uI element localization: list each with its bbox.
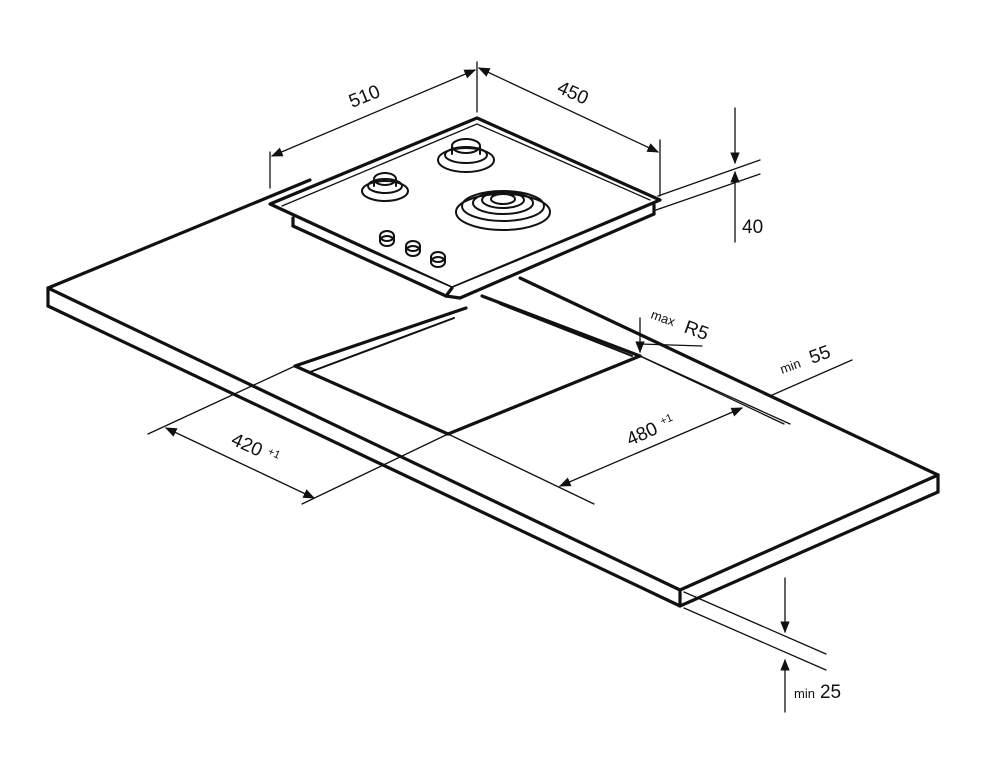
dim-450-label: 450 [554,77,592,109]
knob-icon [405,240,421,257]
control-knobs [379,230,446,268]
knob-icon [379,230,395,247]
burner-wok-icon [455,190,551,231]
dim-510-label: 510 [346,81,383,112]
knob-icon [430,251,446,268]
dim-420-label: 420+1 [228,429,282,469]
edge-distance-prefix: min [778,356,803,377]
edge-distance-value: 55 [807,342,834,369]
hob [268,116,662,300]
corner-radius-value: R5 [681,317,711,345]
burner-left-icon [361,172,409,202]
dim-40-label: 40 [742,217,763,238]
dimension-hob-height: 40 [655,107,763,243]
dimension-corner-radius: max R5 [635,307,711,354]
corner-radius-prefix: max [649,307,678,330]
cutout [293,294,642,436]
